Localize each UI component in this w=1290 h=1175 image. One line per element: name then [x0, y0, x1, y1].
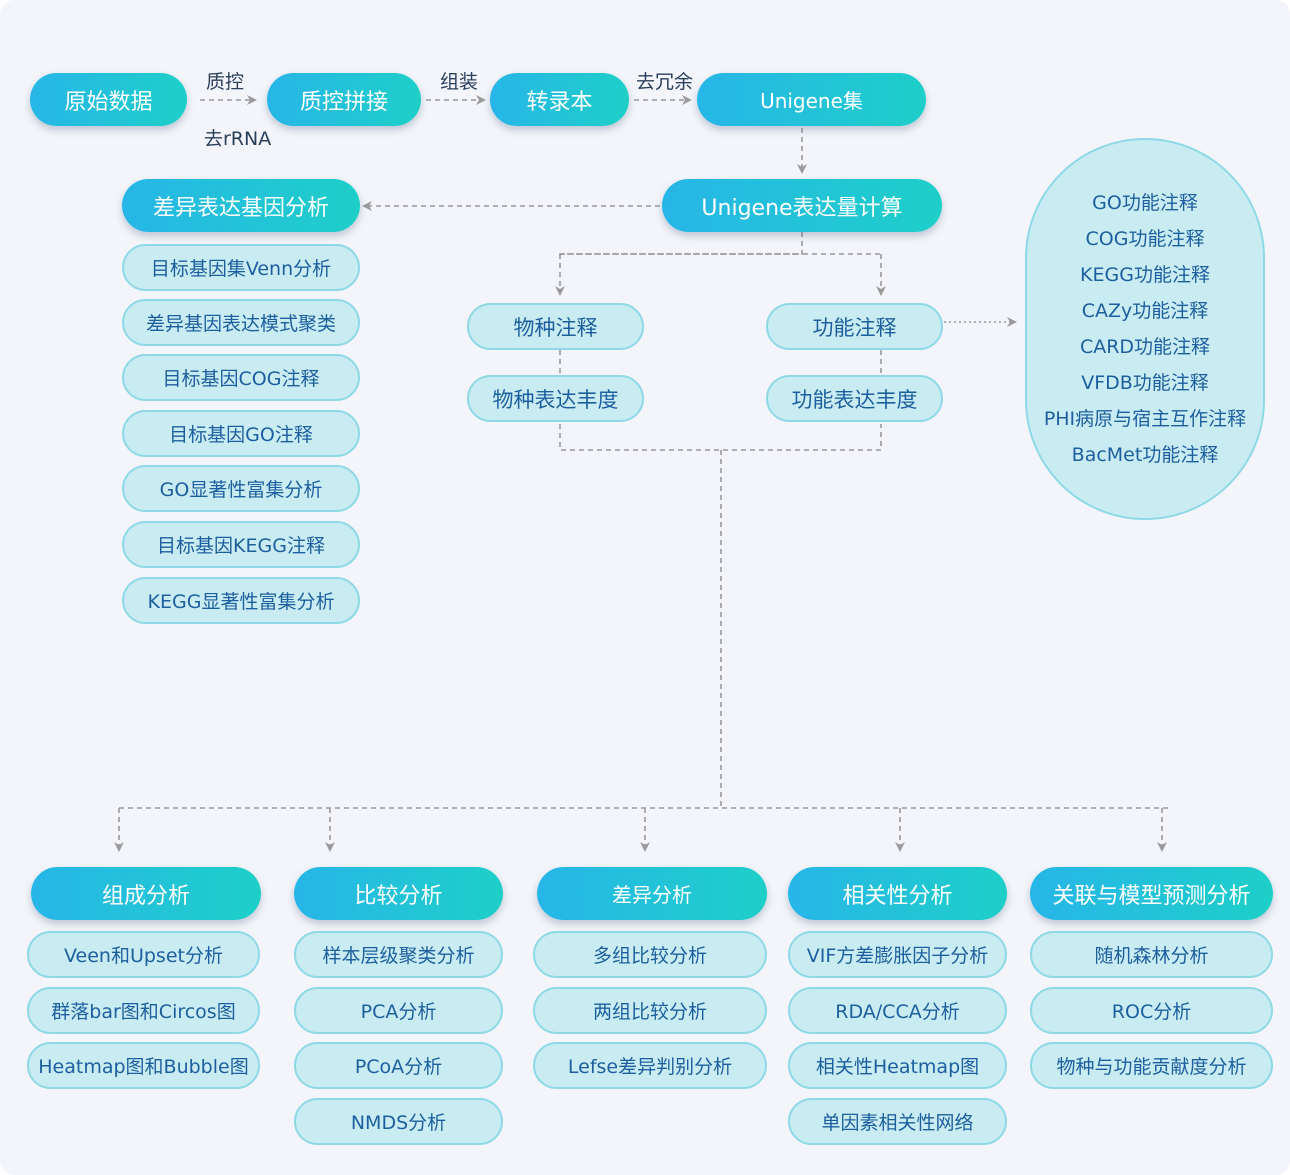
function-abundance-node: 功能表达丰度 — [766, 375, 943, 422]
database-cog: COG功能注释 — [1085, 228, 1205, 250]
species-annotation-node: 物种注释 — [467, 303, 644, 350]
difference-item-multigroup: 多组比较分析 — [533, 931, 767, 978]
database-bacmet: BacMet功能注释 — [1071, 444, 1219, 466]
composition-item-heatmap-bubble: Heatmap图和Bubble图 — [27, 1042, 260, 1089]
comparison-item-hclust: 样本层级聚类分析 — [294, 931, 503, 978]
correlation-item-network: 单因素相关性网络 — [788, 1098, 1007, 1145]
deg-item-cog: 目标基因COG注释 — [122, 354, 360, 401]
association-item-contribution: 物种与功能贡献度分析 — [1030, 1042, 1273, 1089]
deg-item-venn: 目标基因集Venn分析 — [122, 244, 360, 291]
database-card: CARD功能注释 — [1079, 336, 1211, 358]
deg-analysis-node: 差异表达基因分析 — [122, 179, 360, 232]
difference-item-twogroup: 两组比较分析 — [533, 987, 767, 1034]
comparison-item-pca: PCA分析 — [294, 987, 503, 1034]
function-database-list: GO功能注释 COG功能注释 KEGG功能注释 CAZy功能注释 CARD功能注… — [1025, 138, 1265, 520]
deg-item-kegg: 目标基因KEGG注释 — [122, 521, 360, 568]
association-item-roc: ROC分析 — [1030, 987, 1273, 1034]
database-kegg: KEGG功能注释 — [1080, 264, 1210, 286]
database-cazy: CAZy功能注释 — [1081, 300, 1209, 322]
deg-item-cluster: 差异基因表达模式聚类 — [122, 299, 360, 346]
species-abundance-node: 物种表达丰度 — [467, 375, 644, 422]
correlation-item-rda-cca: RDA/CCA分析 — [788, 987, 1007, 1034]
qc-label: 质控 — [206, 71, 245, 93]
deg-item-go: 目标基因GO注释 — [122, 410, 360, 457]
association-analysis-node: 关联与模型预测分析 — [1030, 867, 1273, 920]
database-phi: PHI病原与宿主互作注释 — [1043, 408, 1247, 430]
unigene-set-node: Unigene集 — [697, 73, 926, 126]
difference-item-lefse: Lefse差异判别分析 — [533, 1042, 767, 1089]
rrna-removal-label: 去rRNA — [204, 128, 272, 150]
dedup-label: 去冗余 — [636, 71, 694, 93]
deg-item-kegg-enrich: KEGG显著性富集分析 — [122, 577, 360, 624]
correlation-item-vif: VIF方差膨胀因子分析 — [788, 931, 1007, 978]
comparison-analysis-node: 比较分析 — [294, 867, 503, 920]
merge-line — [559, 424, 882, 451]
assembly-label: 组装 — [440, 71, 479, 93]
composition-item-venn-upset: Veen和Upset分析 — [27, 931, 260, 978]
function-annotation-node: 功能注释 — [766, 303, 943, 350]
split-line — [559, 232, 803, 256]
transcript-node: 转录本 — [490, 73, 629, 126]
database-vfdb: VFDB功能注释 — [1081, 372, 1209, 394]
correlation-item-heatmap: 相关性Heatmap图 — [788, 1042, 1007, 1089]
correlation-analysis-node: 相关性分析 — [788, 867, 1007, 920]
composition-analysis-node: 组成分析 — [31, 867, 261, 920]
database-go: GO功能注释 — [1092, 192, 1198, 214]
comparison-item-nmds: NMDS分析 — [294, 1098, 503, 1145]
composition-item-bar-circos: 群落bar图和Circos图 — [27, 987, 260, 1034]
expression-calc-node: Unigene表达量计算 — [662, 179, 942, 232]
difference-analysis-node: 差异分析 — [537, 867, 767, 920]
comparison-item-pcoa: PCoA分析 — [294, 1042, 503, 1089]
association-item-random-forest: 随机森林分析 — [1030, 931, 1273, 978]
raw-data-node: 原始数据 — [30, 73, 187, 126]
qc-assembly-node: 质控拼接 — [267, 73, 421, 126]
deg-item-go-enrich: GO显著性富集分析 — [122, 465, 360, 512]
